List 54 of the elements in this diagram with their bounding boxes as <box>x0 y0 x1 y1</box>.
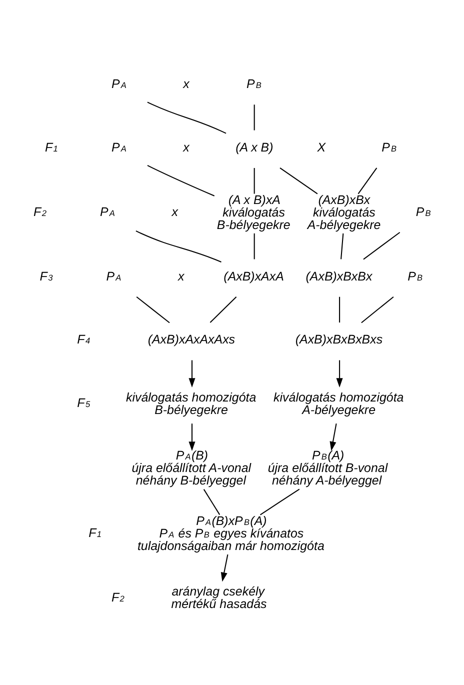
node-text: PA <box>111 140 126 154</box>
connector <box>363 232 400 260</box>
connector <box>203 489 220 515</box>
node-text: PA(B)xPB(A) PA és PB egyes kívánatos tulajdonságaiban már homozigóta <box>137 514 324 553</box>
node-text: (AxB)xBx kiválogatás A-bélyegekre <box>307 192 381 232</box>
connector <box>340 233 344 260</box>
node-text: PB <box>246 77 262 92</box>
label: F5 <box>77 396 90 410</box>
label: x <box>183 140 190 154</box>
label: F1 <box>44 140 58 154</box>
node-text: PA <box>100 204 115 219</box>
node-text: (A x B)xA kiválogatás B-bélyegekre <box>216 192 290 232</box>
label: x <box>183 77 190 92</box>
node-text: PB <box>382 140 397 154</box>
connector <box>358 168 378 194</box>
connector <box>339 296 340 323</box>
node-text: (AxB)xBxBx <box>306 269 372 284</box>
arrow <box>330 423 337 451</box>
label: x <box>178 269 184 284</box>
node-text: (A x B) <box>236 140 274 154</box>
node-text: PB <box>416 204 431 219</box>
node-text: kiválogatás homozigóta A-bélyegekre <box>274 390 404 417</box>
connector <box>136 296 170 324</box>
label: F2 <box>111 590 124 604</box>
connector <box>136 230 222 262</box>
connector <box>254 233 255 260</box>
label: F4 <box>77 332 90 347</box>
label: x <box>172 204 178 219</box>
label: F3 <box>40 269 53 284</box>
node-text: PA(B) újra előállított A-vonal néhány B-bélyeggel <box>132 448 252 488</box>
connector <box>254 168 255 194</box>
label: X <box>317 140 326 154</box>
label: F2 <box>34 204 46 219</box>
node-text: PB <box>408 269 422 284</box>
connector <box>147 165 215 196</box>
connector <box>210 296 237 323</box>
node-text: (AxB)xBxBxBxs <box>295 332 383 347</box>
label: F1 <box>88 526 102 540</box>
arrow <box>336 360 343 388</box>
node-text: (AxB)xAxA <box>224 269 284 284</box>
arrow <box>188 424 196 451</box>
node-text: (AxB)xAxAxAxs <box>148 332 236 347</box>
connector <box>280 168 318 194</box>
connector <box>147 102 226 134</box>
arrow <box>188 360 196 388</box>
arrow <box>220 554 228 582</box>
node-text: PA <box>106 269 122 284</box>
node-text: PB(A) újra előállított B-vonal néhány A-bélyeggel <box>268 448 388 488</box>
node-text: aránylag csekély mértékű hasadás <box>171 584 267 612</box>
node-text: PA <box>111 77 126 92</box>
connector <box>361 296 394 324</box>
node-text: kiválogatás homozigóta B-bélyegekre <box>126 390 256 417</box>
connector <box>254 104 255 130</box>
connector <box>260 488 300 516</box>
